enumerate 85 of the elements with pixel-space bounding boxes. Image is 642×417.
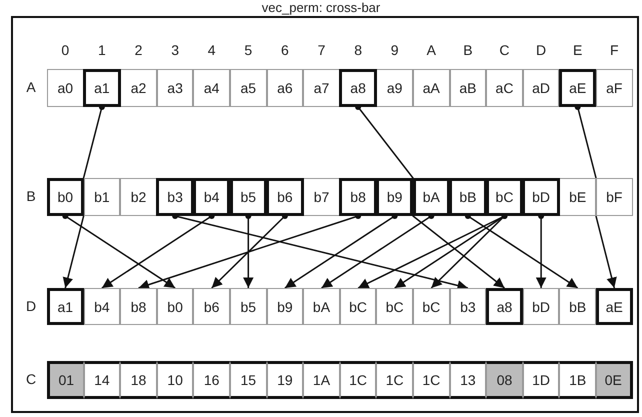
vector-cell: 0E	[596, 361, 633, 399]
row-label: A	[25, 79, 37, 95]
vector-cell: b2	[120, 178, 157, 216]
vector-cell: 13	[450, 361, 486, 399]
diagram-title: vec_perm: cross-bar	[260, 0, 382, 15]
vector-cell: a8	[339, 69, 377, 107]
vector-cell: a1	[46, 288, 84, 325]
vector-cell: bC	[486, 178, 524, 216]
vector-cell: aE	[558, 69, 596, 107]
vector-cell: b5	[230, 178, 268, 216]
vector-cell: bF	[596, 178, 633, 216]
column-index: B	[462, 42, 474, 58]
column-index: A	[426, 42, 437, 58]
column-index: 9	[390, 42, 400, 58]
column-index: E	[572, 42, 584, 58]
vector-cell: 10	[156, 361, 194, 399]
column-index: 2	[134, 42, 144, 58]
vector-cell: bA	[303, 288, 340, 325]
vector-cell: bA	[412, 178, 450, 216]
vector-cell: a8	[486, 288, 524, 325]
vector-cell: 1C	[376, 361, 413, 399]
vector-cell: 1B	[559, 361, 596, 399]
column-index: 3	[170, 42, 180, 58]
column-index: 6	[280, 42, 290, 58]
vector-cell: 1C	[340, 361, 376, 399]
vector-cell: a6	[266, 69, 304, 107]
vector-cell: b0	[156, 288, 194, 325]
vector-cell: a1	[83, 69, 121, 107]
vector-cell: bC	[376, 288, 413, 325]
vector-cell: b6	[193, 288, 230, 325]
vector-cell: b7	[303, 178, 340, 216]
vector-cell: b4	[192, 178, 230, 216]
vector-cell: 08	[486, 361, 523, 399]
vector-cell: b8	[339, 178, 377, 216]
vector-cell: aF	[596, 69, 633, 107]
vector-cell: b0	[46, 178, 84, 216]
row-label: B	[25, 188, 37, 204]
vector-cell: b8	[120, 288, 157, 325]
vector-cell: bC	[413, 288, 450, 325]
vector-cell: a7	[303, 69, 340, 107]
column-index: 5	[243, 42, 254, 58]
vector-cell: a3	[156, 69, 194, 107]
vector-cell: bC	[340, 288, 376, 325]
vector-cell: aE	[596, 288, 634, 325]
vector-cell: b1	[84, 178, 120, 216]
vector-cell: bE	[559, 178, 596, 216]
vector-cell: b5	[230, 288, 267, 325]
vector-cell: 16	[193, 361, 230, 399]
vector-cell: 14	[84, 361, 120, 399]
vector-cell: bB	[449, 178, 487, 216]
row-label: D	[24, 298, 38, 314]
column-index: 8	[353, 42, 363, 58]
column-index: 1	[96, 42, 107, 58]
vector-cell: 01	[47, 361, 84, 399]
vector-cell: a9	[376, 69, 413, 107]
column-index: D	[535, 42, 548, 58]
column-index: F	[609, 42, 620, 58]
vector-cell: 19	[266, 361, 304, 399]
vector-cell: aD	[522, 69, 560, 107]
vector-cell: aB	[450, 69, 486, 107]
vector-cell: 1D	[522, 361, 560, 399]
vector-cell: b9	[266, 288, 304, 325]
column-index: 7	[316, 42, 326, 58]
vector-cell: 1A	[303, 361, 340, 399]
vector-cell: aA	[413, 69, 450, 107]
vector-cell: b6	[266, 178, 304, 216]
vector-cell: b3	[450, 288, 486, 325]
vector-cell: 18	[120, 361, 157, 399]
vector-cell: aC	[486, 69, 523, 107]
vector-cell: bD	[522, 288, 560, 325]
column-index: 4	[206, 42, 217, 58]
vector-cell: a2	[120, 69, 157, 107]
vector-cell: a4	[193, 69, 230, 107]
vector-cell: b4	[84, 288, 120, 325]
vector-cell: bD	[522, 178, 560, 216]
vector-cell: b3	[156, 178, 194, 216]
row-label: C	[24, 371, 38, 387]
vector-cell: 1C	[413, 361, 450, 399]
vector-cell: a0	[47, 69, 84, 107]
column-index: 0	[60, 42, 70, 58]
vector-cell: b9	[376, 178, 414, 216]
column-index: C	[498, 42, 511, 58]
vector-cell: bB	[559, 288, 596, 325]
vector-cell: a5	[230, 69, 267, 107]
vector-cell: 15	[230, 361, 267, 399]
